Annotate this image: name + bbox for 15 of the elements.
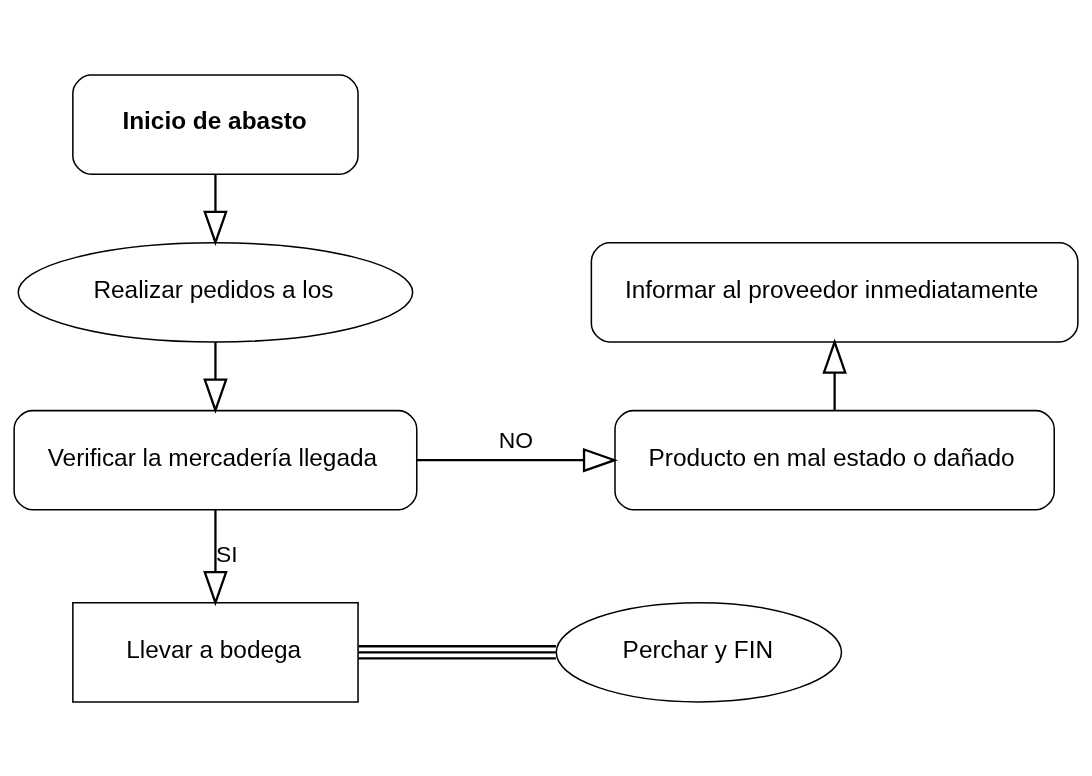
node-box: Producto en mal estado o dañado [614, 409, 1055, 510]
node-ellipse: Realizar pedidos a los [17, 241, 414, 343]
arrow [203, 341, 228, 414]
connector [358, 644, 556, 660]
arrow [822, 338, 847, 410]
node-box: Verificar la mercadería llegada [13, 409, 418, 510]
arrow [416, 447, 618, 472]
arrow [203, 509, 228, 606]
node-box: Llevar a bodega [72, 601, 359, 703]
node-box: Inicio de abasto [72, 73, 359, 175]
arrow [203, 173, 228, 246]
node-box: Informar al proveedor inmediatamente [590, 241, 1079, 343]
edge-label: NO [498, 426, 534, 453]
edge-label: SI [216, 540, 238, 567]
node-ellipse: Perchar y FIN [555, 601, 843, 703]
